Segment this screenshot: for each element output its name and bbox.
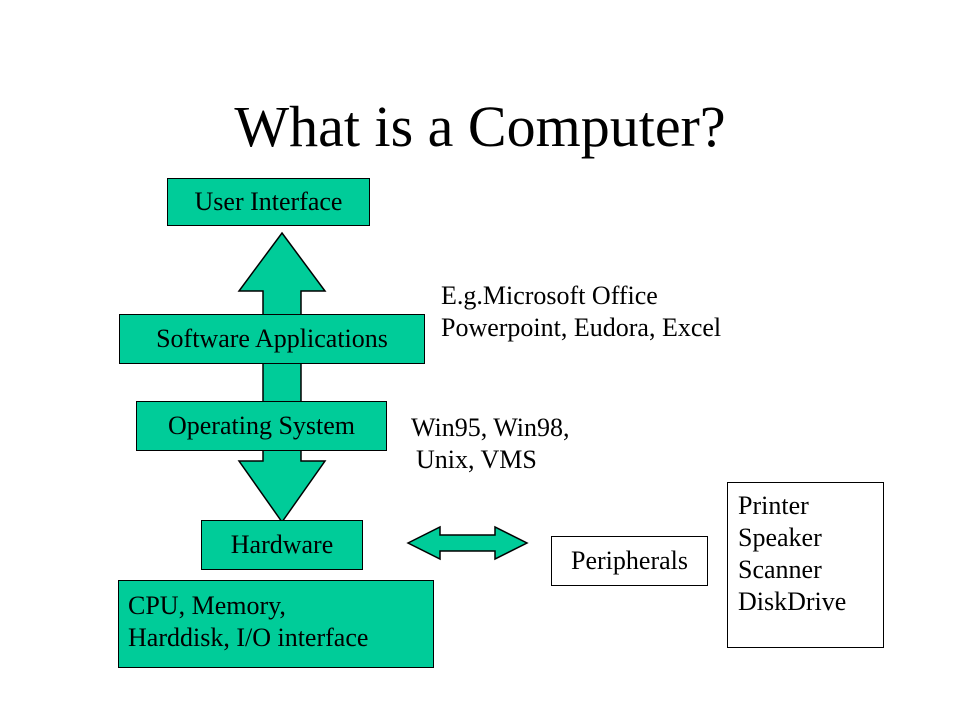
peripheral-item: Speaker bbox=[738, 523, 822, 552]
operating-system-box: Operating System bbox=[136, 401, 387, 451]
peripherals-label: Peripherals bbox=[571, 546, 688, 575]
page-title: What is a Computer? bbox=[234, 94, 726, 159]
software-examples: E.g.Microsoft Office Powerpoint, Eudora,… bbox=[441, 280, 721, 344]
operating-system-label: Operating System bbox=[167, 411, 356, 440]
vertical-double-arrow bbox=[237, 231, 327, 524]
hardware-details-box: CPU, Memory, Harddisk, I/O interface bbox=[118, 580, 434, 668]
software-examples-line2: Powerpoint, Eudora, Excel bbox=[441, 313, 722, 342]
peripheral-item: Printer bbox=[738, 491, 809, 520]
peripherals-list-box: Printer Speaker Scanner DiskDrive bbox=[727, 482, 884, 648]
os-examples-line2: Unix, VMS bbox=[416, 445, 537, 474]
hardware-box: Hardware bbox=[201, 520, 363, 570]
hardware-label: Hardware bbox=[230, 530, 334, 559]
software-applications-box: Software Applications bbox=[119, 314, 425, 364]
hardware-details-line1: CPU, Memory, bbox=[128, 591, 286, 620]
peripherals-box: Peripherals bbox=[551, 536, 708, 586]
peripheral-item: Scanner bbox=[738, 555, 822, 584]
horizontal-double-arrow bbox=[406, 525, 529, 561]
user-interface-label: User Interface bbox=[194, 187, 343, 216]
software-applications-label: Software Applications bbox=[156, 324, 388, 353]
software-examples-line1: E.g.Microsoft Office bbox=[441, 281, 658, 310]
os-examples: Win95, Win98, Unix, VMS bbox=[411, 412, 569, 476]
user-interface-box: User Interface bbox=[167, 178, 370, 226]
hardware-details-line2: Harddisk, I/O interface bbox=[128, 623, 369, 652]
os-examples-line1: Win95, Win98, bbox=[411, 413, 570, 442]
peripheral-item: DiskDrive bbox=[738, 587, 847, 616]
